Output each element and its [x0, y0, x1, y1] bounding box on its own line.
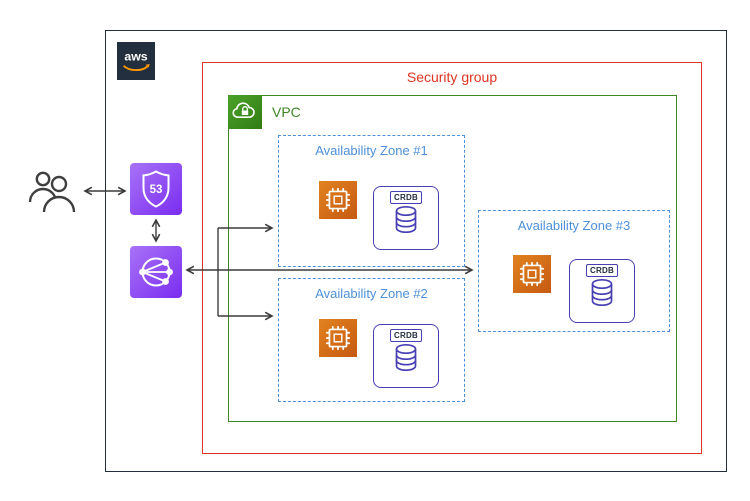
database-cylinder-icon: [591, 278, 613, 307]
az1-label: Availability Zone #1: [315, 143, 428, 158]
vpc-label: VPC: [272, 104, 301, 120]
az2-label: Availability Zone #2: [315, 286, 428, 301]
aws-cloud-boundary: [105, 30, 727, 472]
route53-number: 53: [150, 184, 163, 196]
users-icon: [26, 166, 80, 220]
load-balancer-icon: [130, 246, 182, 298]
ec2-instance-icon: [319, 319, 357, 357]
crdb-label: CRDB: [390, 191, 422, 204]
aws-logo-icon: aws: [117, 42, 155, 80]
ec2-instance-icon: [319, 181, 357, 219]
shield-icon: [142, 170, 170, 208]
vpc-icon: [228, 95, 262, 129]
crdb-label: CRDB: [390, 329, 422, 342]
ec2-instance-icon: [513, 255, 551, 293]
availability-zone-2: Availability Zone #2 CRDB: [278, 278, 465, 402]
crdb-node: CRDB: [373, 324, 439, 388]
database-cylinder-icon: [395, 343, 417, 372]
availability-zone-1: Availability Zone #1 CRDB: [278, 135, 465, 267]
availability-zone-3: Availability Zone #3 CRDB: [478, 210, 670, 332]
crdb-node: CRDB: [373, 186, 439, 250]
crdb-label: CRDB: [586, 264, 618, 277]
vpc-boundary: [228, 95, 677, 422]
security-group-boundary: Security group: [202, 62, 702, 454]
aws-logo-text: aws: [124, 50, 147, 64]
database-cylinder-icon: [395, 205, 417, 234]
az3-label: Availability Zone #3: [517, 218, 631, 233]
crdb-node: CRDB: [569, 259, 635, 323]
security-group-label: Security group: [406, 69, 498, 85]
route53-icon: 53: [130, 163, 182, 215]
